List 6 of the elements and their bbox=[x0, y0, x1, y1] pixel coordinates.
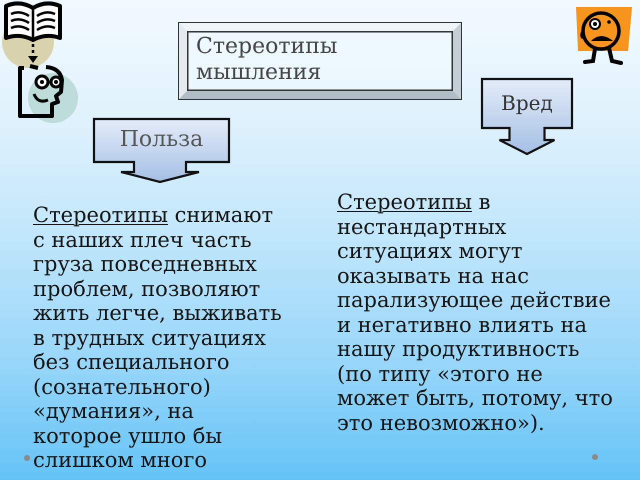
paragraph-text: Стереотипы в нестандартных ситуациях могут оказывать на нас парализующее действие и негативно влиять на нашу продуктивность (по типу «этого не может быть, потому, что это невозможно»). bbox=[337, 190, 614, 435]
beveled-title-frame bbox=[178, 22, 462, 100]
callout-label: Польза bbox=[118, 126, 204, 154]
paragraph-text: Стереотипы снимают с наших плеч часть груза повседневных проблем, позволяют жить легче, выживать в трудных ситуациях без специального (сознательного) «думания», на которое ушло бы слишком много bbox=[33, 203, 283, 472]
callout-label: Вред bbox=[500, 91, 554, 115]
heading-text: Стереотипы мышления bbox=[196, 34, 338, 87]
